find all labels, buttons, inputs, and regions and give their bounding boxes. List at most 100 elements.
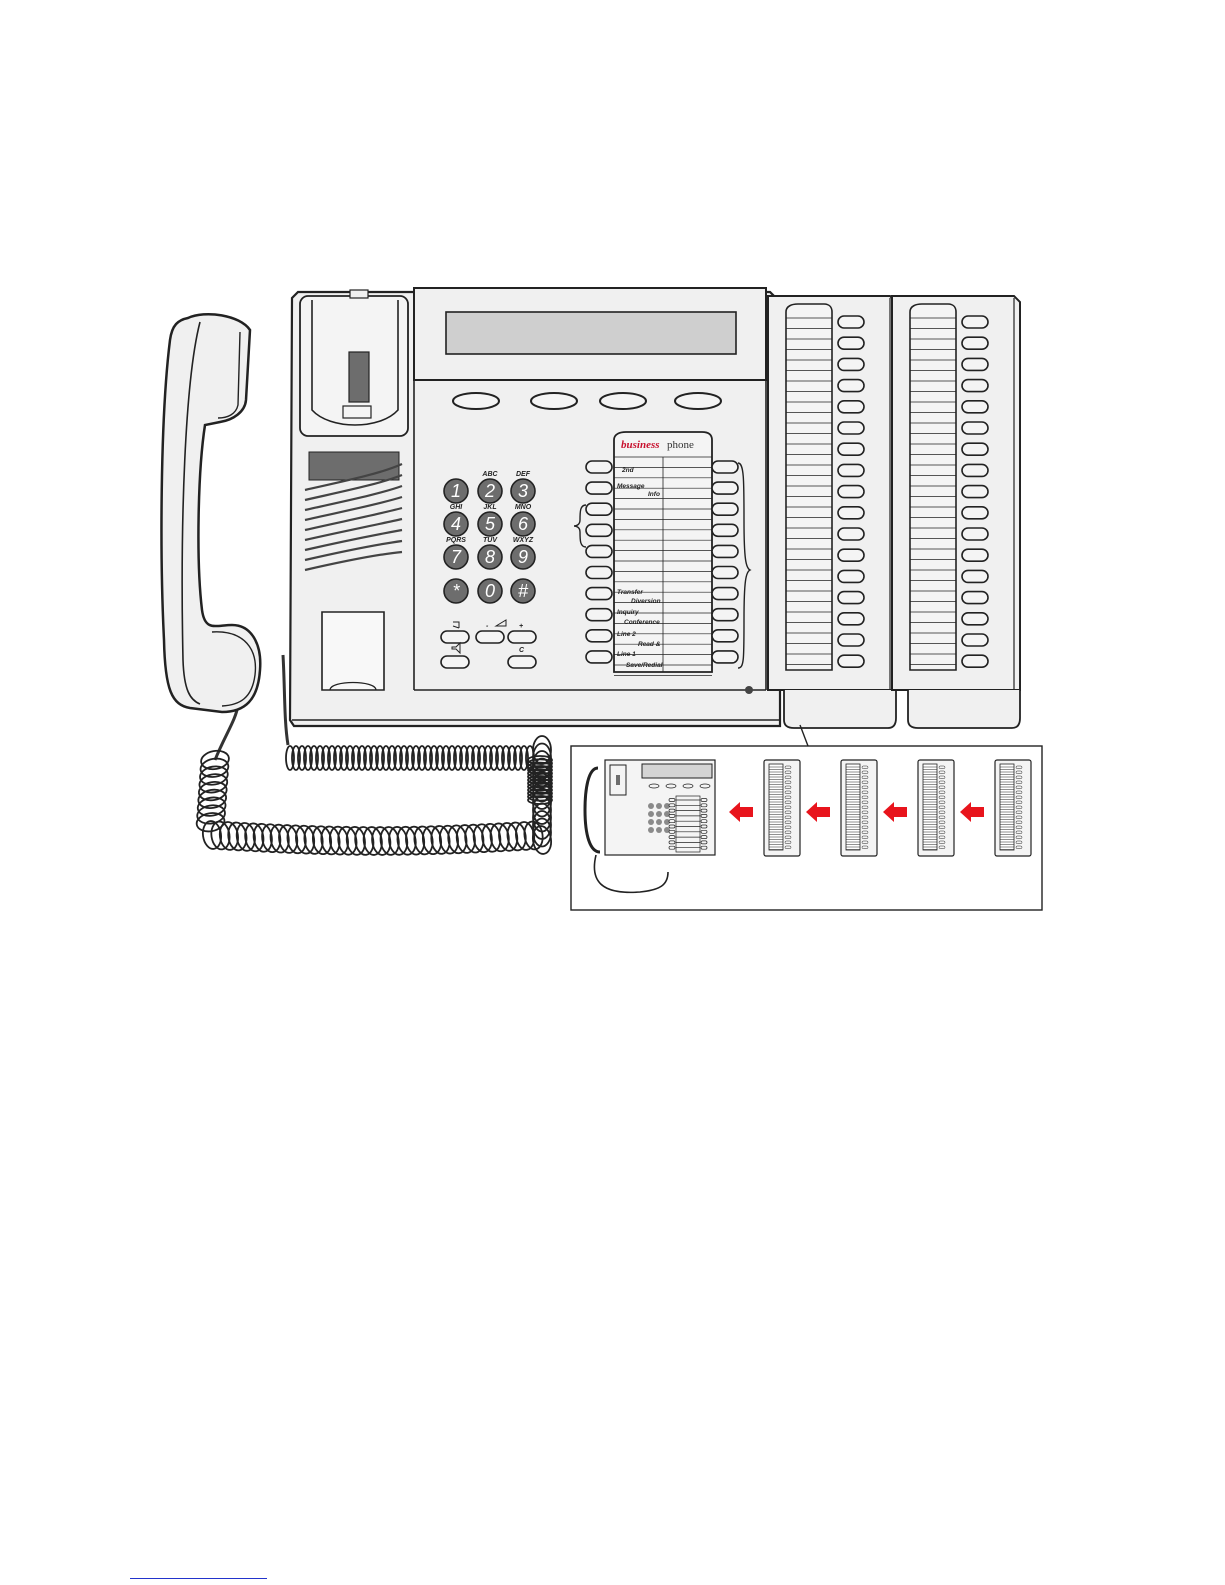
key-digit: 5 (485, 514, 496, 534)
function-key-panel: business phone 2nd Message Info Transfer… (614, 432, 712, 675)
module-key[interactable] (962, 422, 988, 434)
microphone-mute-button[interactable] (441, 631, 469, 643)
module-key[interactable] (838, 422, 864, 434)
function-key-left[interactable] (586, 503, 612, 515)
key-0[interactable]: 0 (478, 579, 502, 603)
function-key-right[interactable] (712, 524, 738, 536)
module-key[interactable] (962, 316, 988, 328)
function-key-right[interactable] (712, 567, 738, 579)
key-star[interactable]: * (444, 579, 468, 603)
module-key[interactable] (838, 613, 864, 625)
inset-module (995, 760, 1031, 856)
function-key-right[interactable] (712, 482, 738, 494)
label-conference: Conference (624, 619, 660, 626)
cord-coil (197, 788, 228, 811)
module-key[interactable] (838, 443, 864, 455)
module-key[interactable] (962, 443, 988, 455)
function-key-left[interactable] (586, 461, 612, 473)
clear-button[interactable] (508, 656, 536, 668)
module-key[interactable] (962, 613, 988, 625)
volume-down-button[interactable] (476, 631, 504, 643)
volume-up-button[interactable] (508, 631, 536, 643)
mini-fkey (669, 809, 675, 812)
module-key[interactable] (962, 486, 988, 498)
mini-fkey (701, 809, 707, 812)
key-letters: GHI (450, 504, 464, 511)
module-key[interactable] (838, 380, 864, 392)
module-key[interactable] (838, 464, 864, 476)
module-key[interactable] (962, 634, 988, 646)
key-letters: DEF (516, 471, 531, 478)
soft-key-3[interactable] (600, 393, 646, 409)
module-key[interactable] (838, 528, 864, 540)
key-digit: 1 (451, 481, 461, 501)
mini-fkey (669, 814, 675, 817)
function-key-left[interactable] (586, 545, 612, 557)
module-key[interactable] (838, 337, 864, 349)
mini-fkey (669, 820, 675, 823)
function-key-right[interactable] (712, 503, 738, 515)
function-key-left[interactable] (586, 482, 612, 494)
loudspeaker-button[interactable] (441, 656, 469, 668)
mini-fkey (701, 841, 707, 844)
function-key-right[interactable] (712, 651, 738, 663)
module-key[interactable] (962, 570, 988, 582)
module-key[interactable] (962, 507, 988, 519)
module-key[interactable] (838, 570, 864, 582)
module-key[interactable] (962, 337, 988, 349)
function-key-left[interactable] (586, 588, 612, 600)
mini-fkey (701, 804, 707, 807)
module-key[interactable] (838, 549, 864, 561)
cord-coil (198, 772, 229, 795)
module-key[interactable] (962, 464, 988, 476)
function-key-left[interactable] (586, 567, 612, 579)
key-letters: PQRS (446, 537, 466, 544)
soft-key-1[interactable] (453, 393, 499, 409)
function-key-right[interactable] (712, 609, 738, 621)
key-digit: 0 (485, 581, 495, 601)
module-key[interactable] (838, 316, 864, 328)
mini-key (648, 827, 654, 833)
module-key[interactable] (962, 401, 988, 413)
expansion-module (768, 296, 896, 728)
function-key-right[interactable] (712, 630, 738, 642)
module-key[interactable] (962, 549, 988, 561)
module-key[interactable] (838, 401, 864, 413)
module-key[interactable] (838, 486, 864, 498)
module-key[interactable] (962, 528, 988, 540)
key-letters: JKL (483, 504, 496, 511)
module-key[interactable] (962, 655, 988, 667)
soft-key-2[interactable] (531, 393, 577, 409)
mini-softkey (683, 784, 693, 788)
label-2nd: 2nd (621, 467, 635, 474)
module-key[interactable] (962, 592, 988, 604)
module-key[interactable] (962, 358, 988, 370)
module-key[interactable] (838, 358, 864, 370)
function-key-right[interactable] (712, 588, 738, 600)
key-digit: 2 (484, 481, 495, 501)
key-digit: # (518, 581, 529, 601)
module-key[interactable] (962, 380, 988, 392)
function-key-left[interactable] (586, 630, 612, 642)
soft-key-4[interactable] (675, 393, 721, 409)
module-key[interactable] (838, 655, 864, 667)
key-digit: 4 (451, 514, 461, 534)
function-key-right[interactable] (712, 545, 738, 557)
key-1[interactable]: 1 (444, 479, 468, 503)
function-key-left[interactable] (586, 609, 612, 621)
module-key[interactable] (838, 592, 864, 604)
key-letters: TUV (483, 537, 498, 544)
mini-fkey (669, 799, 675, 802)
module-key[interactable] (838, 507, 864, 519)
function-key-left[interactable] (586, 524, 612, 536)
function-key-right[interactable] (712, 461, 738, 473)
function-key-left[interactable] (586, 651, 612, 663)
key-hash[interactable]: # (511, 579, 535, 603)
inset-module (918, 760, 954, 856)
expansion-modules (768, 296, 1020, 728)
module-key[interactable] (838, 634, 864, 646)
